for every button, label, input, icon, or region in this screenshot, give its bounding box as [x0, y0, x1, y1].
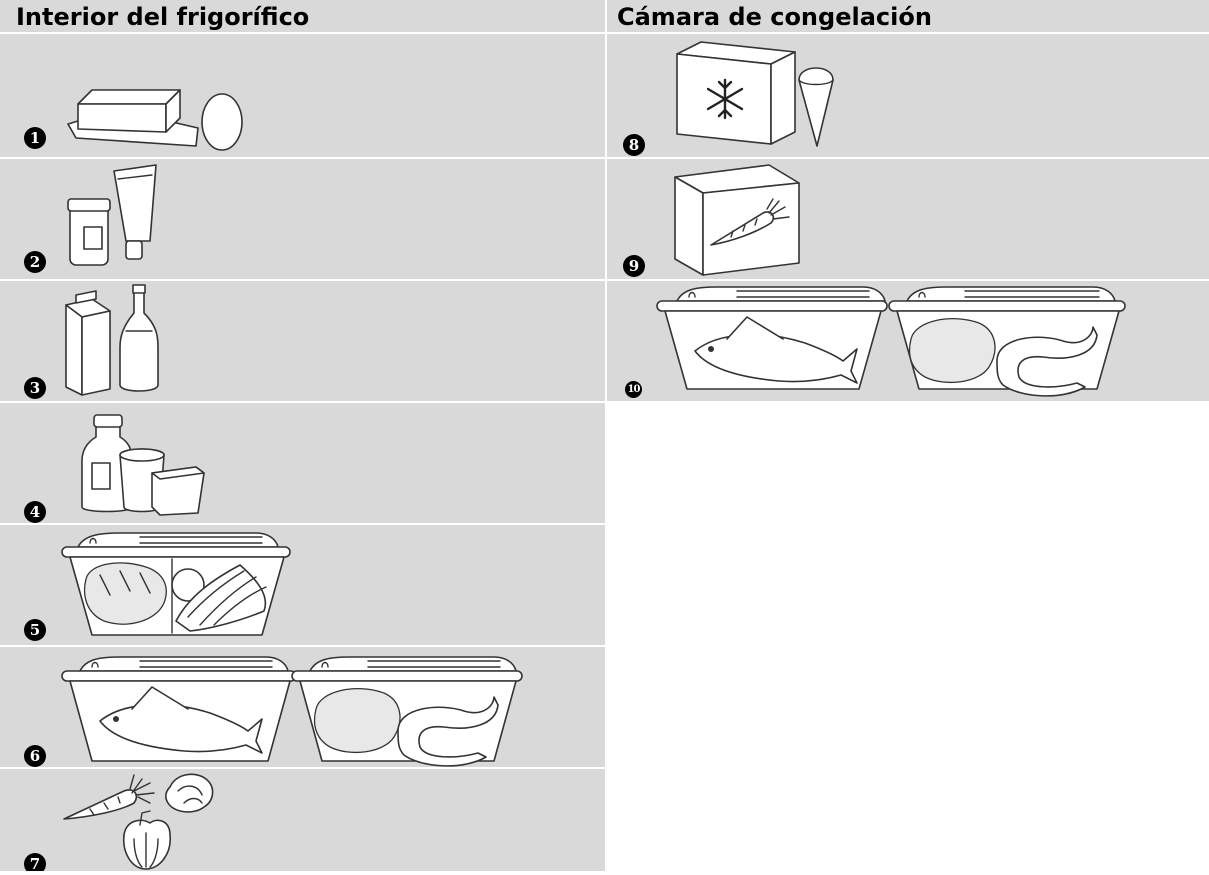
shelf-row-5: 5 [0, 525, 605, 647]
freezer-column: Cámara de congelación 8 [607, 0, 1209, 403]
frozen-vegetables-box-icon [607, 159, 1209, 281]
shelf-row-6: 6 [0, 647, 605, 769]
jar-tube-icon [0, 159, 605, 281]
freezer-column-header: Cámara de congelación [607, 0, 1209, 34]
carton-bottle-icon [0, 281, 605, 403]
butter-dish-egg-icon [0, 34, 605, 159]
shelf-number-10: 10 [625, 381, 642, 398]
shelf-row-4: 4 [0, 403, 605, 525]
shelf-row-1: 1 [0, 34, 605, 159]
fridge-column-title: Interior del frigorífico [16, 3, 310, 31]
fridge-column: Interior del frigorífico 1 2 [0, 0, 605, 873]
shelf-number-6: 6 [24, 745, 46, 767]
shelf-number-8: 8 [623, 134, 645, 156]
shelf-row-9: 9 [607, 159, 1209, 281]
shelf-number-5: 5 [24, 619, 46, 641]
shelf-row-7: 7 [0, 769, 605, 873]
frozen-box-icecream-icon [607, 34, 1209, 159]
dairy-containers-icon [0, 403, 605, 525]
shelf-number-9: 9 [623, 255, 645, 277]
shelf-number-3: 3 [24, 377, 46, 399]
shelf-number-4: 4 [24, 501, 46, 523]
vegetables-icon [0, 769, 605, 873]
shelf-row-3: 3 [0, 281, 605, 403]
fridge-column-header: Interior del frigorífico [0, 0, 605, 34]
shelf-number-1: 1 [24, 127, 46, 149]
freezer-column-title: Cámara de congelación [617, 3, 932, 31]
crisper-drawer-icon [0, 525, 605, 647]
shelf-number-2: 2 [24, 251, 46, 273]
shelf-row-8: 8 [607, 34, 1209, 159]
shelf-number-7: 7 [24, 853, 46, 871]
shelf-row-10: 10 [607, 281, 1209, 403]
shelf-row-2: 2 [0, 159, 605, 281]
snowflake-icon [708, 80, 742, 118]
frozen-fish-meat-drawers-icon [607, 281, 1209, 403]
fish-meat-drawers-icon [0, 647, 605, 769]
